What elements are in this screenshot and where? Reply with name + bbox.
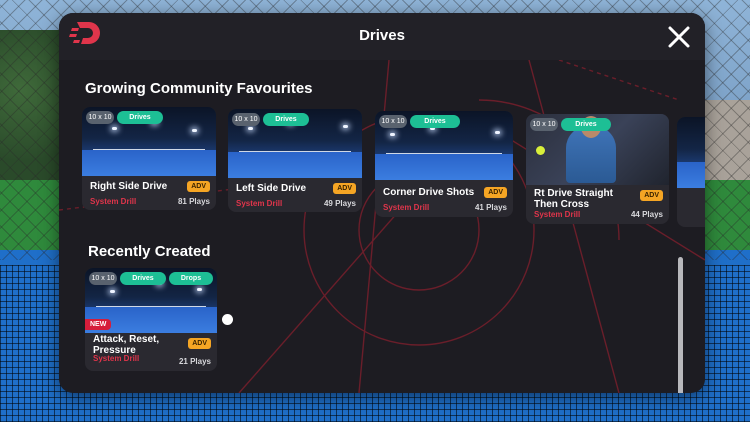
drill-title: Attack, Reset, Pressure xyxy=(93,334,160,356)
drill-title: Left Side Drive xyxy=(236,183,307,194)
drill-card[interactable]: 10 x 10 Drives Rt Drive Straight Then Cr… xyxy=(526,114,669,224)
new-badge: NEW xyxy=(85,319,112,330)
size-tag: 10 x 10 xyxy=(530,118,558,131)
category-tag: Drives xyxy=(120,272,166,285)
page-title: Drives xyxy=(359,27,405,44)
play-count: 49 Plays xyxy=(323,199,356,208)
pointer-cursor xyxy=(222,314,233,325)
play-count: 44 Plays xyxy=(630,210,663,219)
drill-type: System Drill xyxy=(93,354,140,363)
category-tag: Drops xyxy=(169,272,213,285)
drill-card-partial[interactable] xyxy=(677,117,705,227)
close-icon[interactable] xyxy=(667,25,691,49)
level-badge: ADV xyxy=(333,183,356,194)
drill-card[interactable]: 10 x 10 Drives Left Side Drive ADV Syste… xyxy=(228,109,362,212)
level-badge: ADV xyxy=(640,190,663,201)
size-tag: 10 x 10 xyxy=(379,115,407,128)
drill-type: System Drill xyxy=(236,199,283,208)
level-badge: ADV xyxy=(187,181,210,192)
category-tag: Drives xyxy=(561,118,611,131)
drives-panel: Drives Growing Community Favourites 10 x… xyxy=(59,13,705,393)
play-count: 21 Plays xyxy=(178,357,211,366)
category-tag: Drives xyxy=(410,115,460,128)
section-title-recent: Recently Created xyxy=(88,243,211,260)
size-tag: 10 x 10 xyxy=(86,111,114,124)
drill-title: Right Side Drive xyxy=(90,181,168,192)
size-tag: 10 x 10 xyxy=(89,272,117,285)
play-count: 41 Plays xyxy=(474,203,507,212)
size-tag: 10 x 10 xyxy=(232,113,260,126)
level-badge: ADV xyxy=(484,187,507,198)
category-tag: Drives xyxy=(117,111,163,124)
brand-logo-icon xyxy=(69,22,100,44)
category-tag: Drives xyxy=(263,113,309,126)
play-count: 81 Plays xyxy=(177,197,210,206)
drill-type: System Drill xyxy=(383,203,430,212)
drill-type: System Drill xyxy=(534,210,581,219)
drill-card[interactable]: 10 x 10 Drives Corner Drive Shots ADV Sy… xyxy=(375,111,513,217)
drill-thumbnail xyxy=(677,117,705,188)
section-title-favourites: Growing Community Favourites xyxy=(85,80,313,97)
level-badge: ADV xyxy=(188,338,211,349)
drill-title: Rt Drive Straight Then Cross xyxy=(534,188,613,210)
drill-card[interactable]: 10 x 10 Drives Drops NEW Attack, Reset, … xyxy=(85,268,217,371)
drill-type: System Drill xyxy=(90,197,137,206)
drill-card[interactable]: 10 x 10 Drives Right Side Drive ADV Syst… xyxy=(82,107,216,210)
panel-header: Drives xyxy=(59,13,705,60)
scrollbar[interactable] xyxy=(678,257,683,393)
drill-title: Corner Drive Shots xyxy=(383,187,475,198)
